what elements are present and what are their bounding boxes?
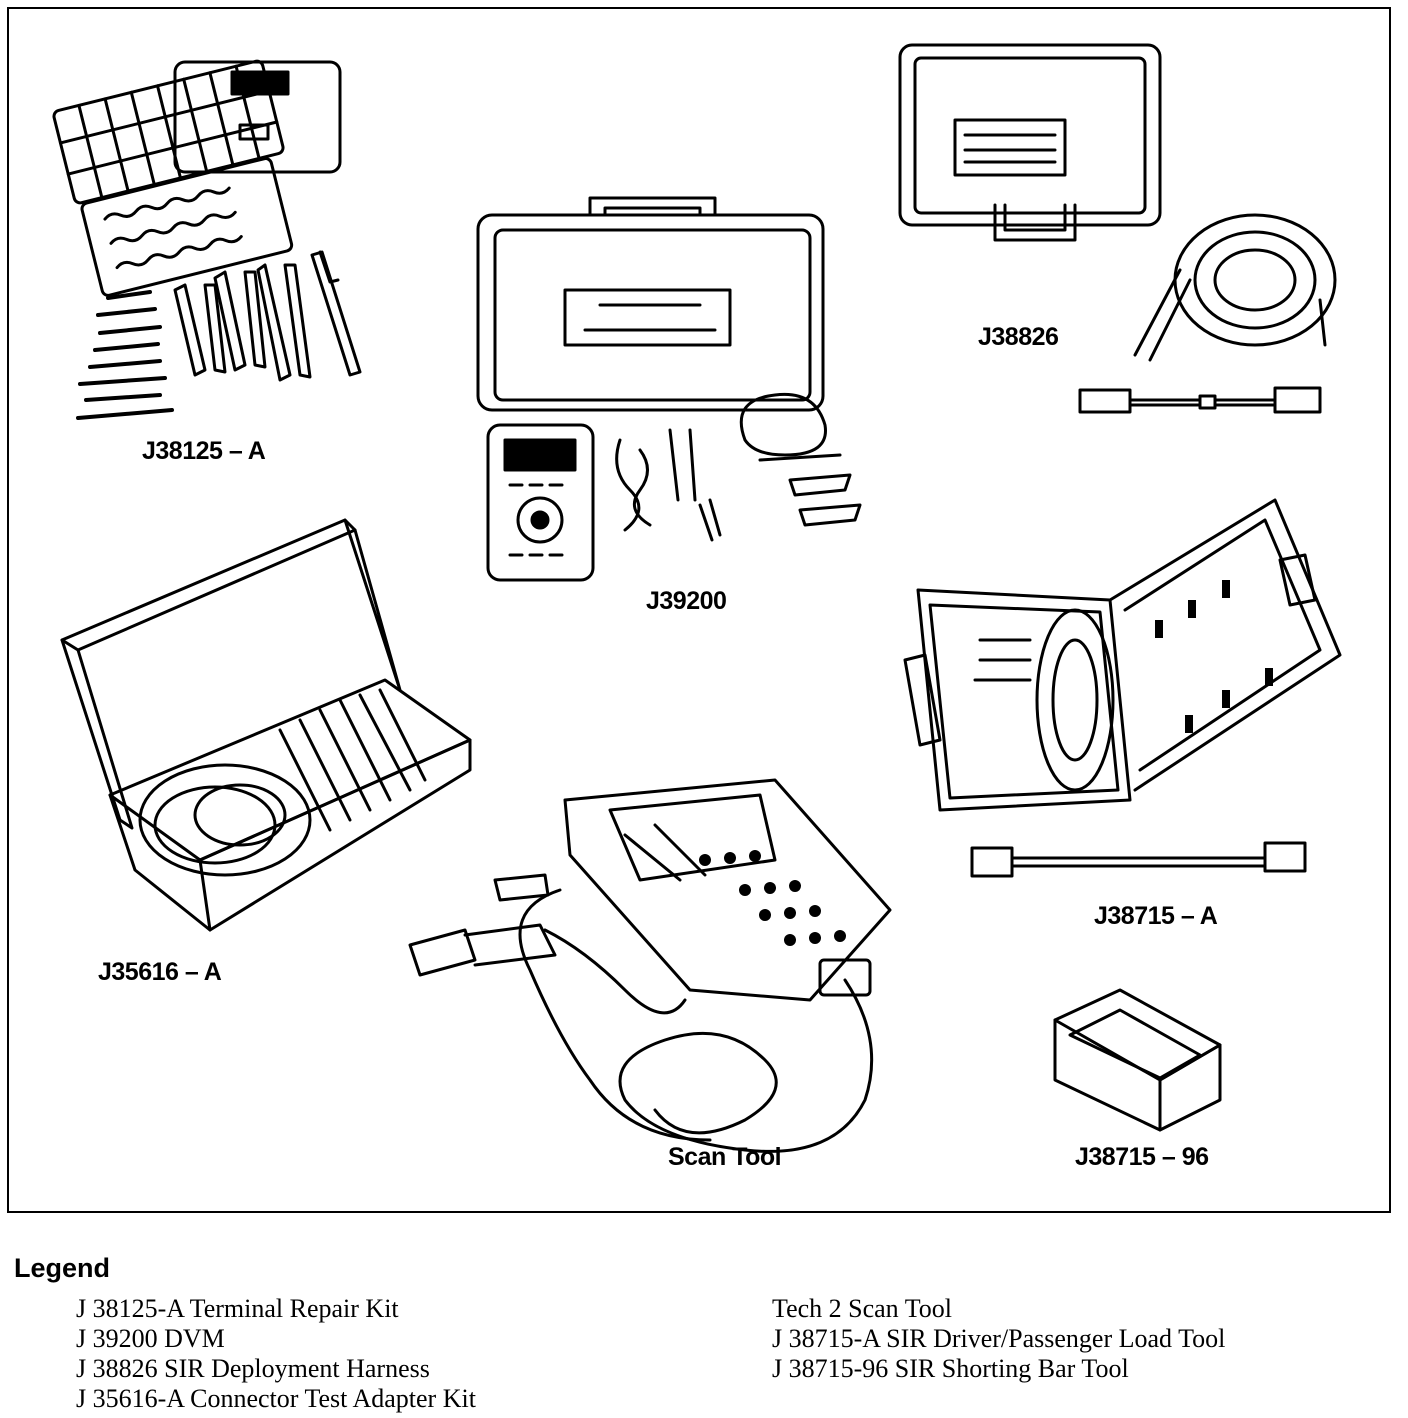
legend-title: Legend xyxy=(14,1253,111,1283)
label-scan-tool: Scan Tool xyxy=(668,1143,782,1171)
legend-item: J 38125-A Terminal Repair Kit xyxy=(76,1294,399,1323)
legend-item: J 35616-A Connector Test Adapter Kit xyxy=(76,1384,476,1413)
label-connector-test-adapter: J35616 – A xyxy=(98,958,222,986)
legend-item: J 38715-96 SIR Shorting Bar Tool xyxy=(772,1354,1129,1383)
label-shorting-bar: J38715 – 96 xyxy=(1075,1143,1209,1171)
illustration-frame xyxy=(7,7,1391,1213)
legend-item: J 38715-A SIR Driver/Passenger Load Tool xyxy=(772,1324,1226,1353)
legend-item: Tech 2 Scan Tool xyxy=(772,1294,953,1323)
label-deployment-harness: J38826 xyxy=(978,323,1059,351)
legend-item: J 38826 SIR Deployment Harness xyxy=(76,1354,430,1383)
terminal-repair-kit-illustration xyxy=(52,59,362,420)
dvm-kit-illustration xyxy=(476,196,862,582)
label-terminal-repair-kit: J38125 – A xyxy=(142,437,266,465)
label-load-tool: J38715 – A xyxy=(1094,902,1218,930)
scan-tool-illustration xyxy=(408,778,892,1153)
deployment-harness-illustration xyxy=(898,43,1337,414)
load-tool-illustration xyxy=(903,498,1342,878)
legend-left-column: J 38125-A Terminal Repair Kit J 39200 DV… xyxy=(76,1294,476,1414)
legend-item: J 39200 DVM xyxy=(76,1324,225,1353)
shorting-bar-illustration xyxy=(1053,988,1222,1132)
label-dvm: J39200 xyxy=(646,587,727,615)
connector-test-adapter-illustration xyxy=(60,518,472,932)
legend-right-column: Tech 2 Scan Tool J 38715-A SIR Driver/Pa… xyxy=(772,1294,1225,1384)
